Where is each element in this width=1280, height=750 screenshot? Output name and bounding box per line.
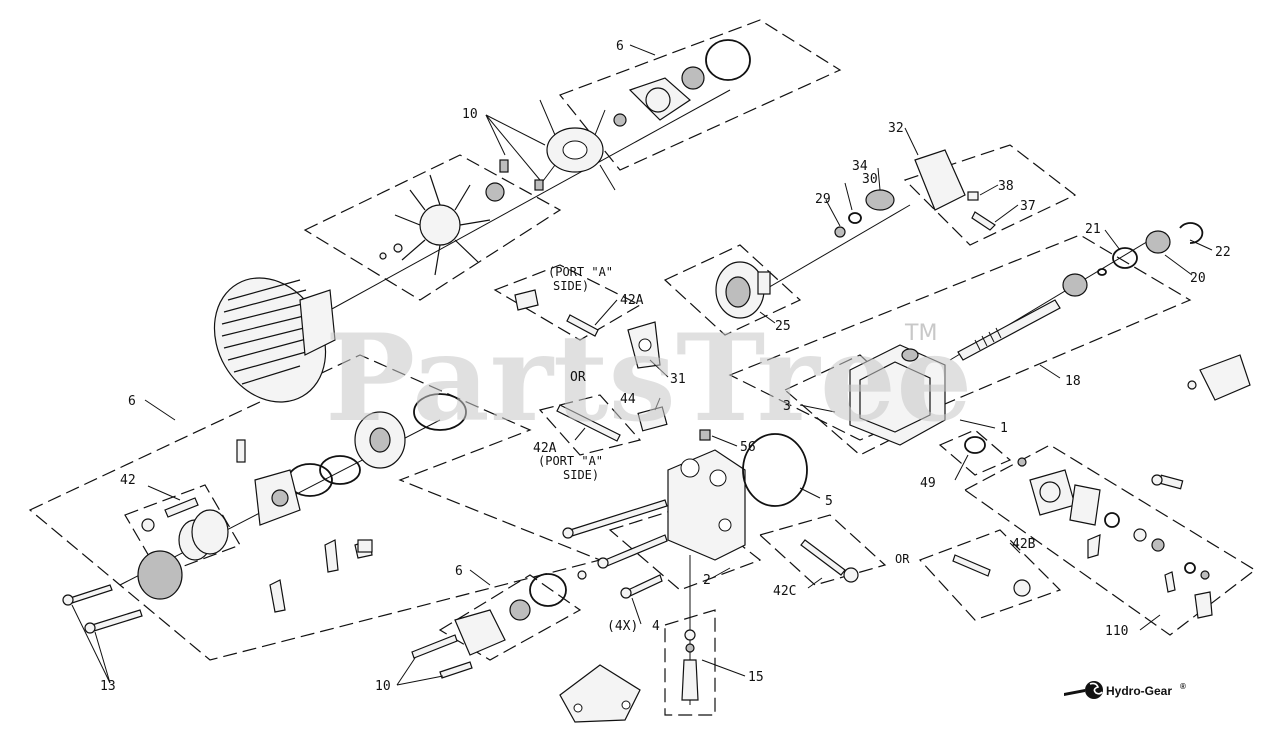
callout-6-top: 6 bbox=[616, 39, 624, 54]
group-3 bbox=[783, 354, 932, 456]
parts bbox=[62, 39, 1251, 723]
callout-42: 42 bbox=[120, 473, 136, 488]
watermark-tm: TM bbox=[904, 321, 937, 346]
spider-bracket bbox=[499, 99, 616, 191]
callout-44: 44 bbox=[620, 392, 636, 407]
callout-1: 1 bbox=[1000, 421, 1008, 436]
top-pump-group bbox=[613, 39, 751, 127]
group-49 bbox=[938, 429, 1012, 476]
callout-20: 20 bbox=[1190, 271, 1206, 286]
callout-25: 25 bbox=[775, 319, 791, 334]
main-shaft bbox=[957, 299, 1061, 361]
bottom-pump-group bbox=[454, 570, 587, 656]
group-42b bbox=[918, 529, 1062, 621]
callout-10-top: 10 bbox=[462, 107, 478, 122]
callout-15: 15 bbox=[748, 670, 764, 685]
callout-4x: (4X) bbox=[607, 619, 638, 634]
group-25 bbox=[663, 244, 802, 336]
callout-port-a-mid-1: (PORT "A" bbox=[538, 454, 603, 468]
watermark: PartsTree TM bbox=[325, 308, 972, 449]
callout-6-bottom: 6 bbox=[455, 564, 463, 579]
callout-or-left: OR bbox=[570, 370, 586, 385]
group-32 bbox=[903, 144, 1077, 246]
bottom-bracket bbox=[559, 664, 641, 723]
center-valve-block bbox=[637, 406, 808, 561]
callout-22: 22 bbox=[1215, 245, 1231, 260]
callout-4: 4 bbox=[652, 619, 660, 634]
cooling-fan bbox=[379, 174, 505, 276]
callout-31: 31 bbox=[670, 372, 686, 387]
callout-37: 37 bbox=[1020, 199, 1036, 214]
callout-42b: 42B bbox=[1012, 537, 1036, 552]
left-pump-group bbox=[137, 393, 467, 613]
group-2 bbox=[608, 504, 762, 591]
valve-stem bbox=[681, 629, 699, 701]
callout-port-a-top-2: SIDE) bbox=[553, 279, 589, 293]
watermark-text: PartsTree bbox=[325, 308, 972, 449]
callout-49: 49 bbox=[920, 476, 936, 491]
callout-labels: 6 10 32 30 34 38 29 37 21 22 20 (PORT "A… bbox=[100, 39, 1231, 694]
gear-25 bbox=[715, 261, 771, 319]
brand-name: Hydro-Gear bbox=[1106, 684, 1172, 698]
callout-56: 56 bbox=[740, 440, 756, 455]
callout-10-bottom: 10 bbox=[375, 679, 391, 694]
control-arm-group bbox=[964, 354, 1251, 619]
callout-34: 34 bbox=[852, 159, 868, 174]
brand-reg-mark: ® bbox=[1180, 682, 1186, 691]
callout-32: 32 bbox=[888, 121, 904, 136]
fittings bbox=[164, 289, 1031, 597]
main-housing bbox=[849, 344, 946, 446]
callout-42a-top: 42A bbox=[620, 293, 644, 308]
right-shaft-group bbox=[1062, 222, 1204, 297]
callout-port-a-top-1: (PORT "A" bbox=[548, 265, 613, 279]
group-6-left bbox=[28, 354, 602, 661]
callout-3: 3 bbox=[783, 399, 791, 414]
callout-6-left: 6 bbox=[128, 394, 136, 409]
fan-housing bbox=[213, 277, 336, 403]
callout-30: 30 bbox=[862, 172, 878, 187]
top-right-group bbox=[834, 149, 996, 238]
group-6-bottom bbox=[438, 574, 582, 661]
group-fan bbox=[303, 154, 562, 301]
callout-port-a-mid-2: SIDE) bbox=[563, 468, 599, 482]
callout-or-right: OR bbox=[895, 552, 910, 566]
group-42c bbox=[758, 514, 887, 586]
bolts bbox=[62, 499, 668, 679]
callout-5: 5 bbox=[825, 494, 833, 509]
callout-18: 18 bbox=[1065, 374, 1081, 389]
leader-lines bbox=[71, 44, 1213, 686]
group-18 bbox=[728, 234, 1192, 441]
callout-42a-mid: 42A bbox=[533, 441, 557, 456]
callout-2: 2 bbox=[703, 573, 711, 588]
callout-29: 29 bbox=[815, 192, 831, 207]
hydro-gear-logo-icon bbox=[1064, 681, 1103, 699]
callout-13: 13 bbox=[100, 679, 116, 694]
callout-42c: 42C bbox=[773, 584, 796, 599]
group-42a-mid bbox=[538, 394, 642, 456]
brand-logo: Hydro-Gear ® bbox=[1064, 681, 1186, 699]
callout-110: 110 bbox=[1105, 624, 1128, 639]
plate-31 bbox=[627, 321, 661, 369]
callout-21: 21 bbox=[1085, 222, 1101, 237]
group-42a-top bbox=[493, 264, 642, 341]
callout-38: 38 bbox=[998, 179, 1014, 194]
